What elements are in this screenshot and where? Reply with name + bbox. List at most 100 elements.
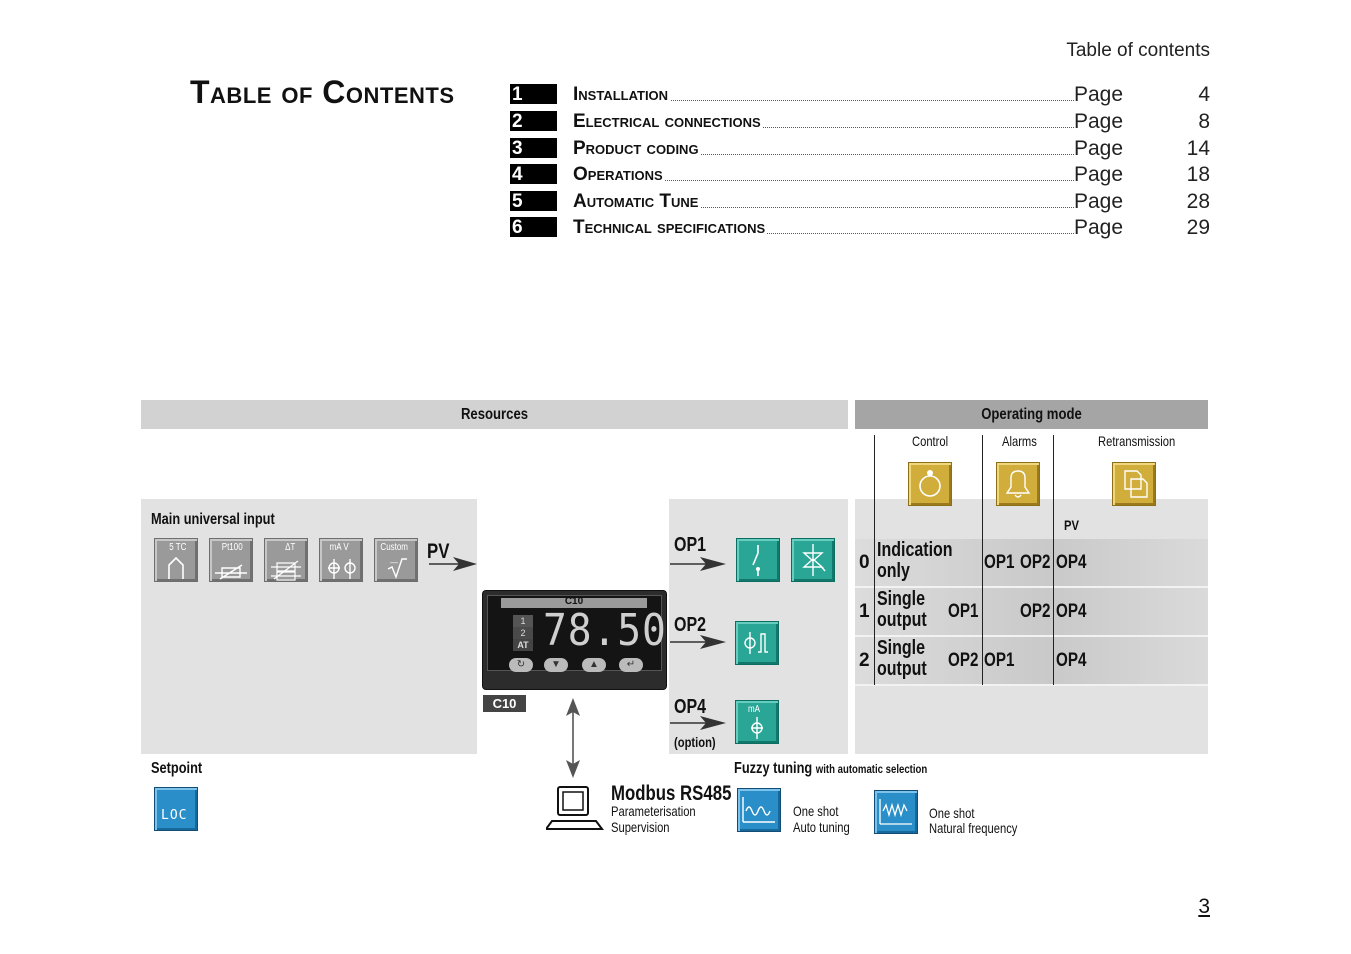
toc-entry-label[interactable]: Electrical connections <box>573 109 763 135</box>
ma-v-icon-label: mA V <box>329 542 349 553</box>
toc-entry-number: 2 <box>510 111 557 132</box>
device-up-button[interactable]: ▲ <box>582 658 606 672</box>
op2-arrow <box>670 635 726 649</box>
op4-note: (option) <box>674 734 716 750</box>
toc-entry[interactable]: 1 Installation Page 4 <box>510 82 1210 108</box>
toc-entry[interactable]: 2 Electrical connections Page 8 <box>510 109 1210 135</box>
toc-entry-label[interactable]: Operations <box>573 162 665 188</box>
mode-name-line1: Single <box>877 588 926 610</box>
custom-icon-label: Custom <box>380 542 408 553</box>
modbus-line1: Parameterisation <box>611 803 696 819</box>
control-loop-icon <box>908 462 952 506</box>
svg-text:—: — <box>390 558 398 567</box>
delta-t-icon: ΔT <box>264 538 308 582</box>
mode-alarm2-output: OP2 <box>1020 601 1051 622</box>
mode-retrans-output: OP4 <box>1056 552 1087 573</box>
led-at: AT <box>513 639 533 651</box>
auto-tuning-line1: One shot <box>793 803 839 819</box>
op1-label: OP1 <box>674 534 707 556</box>
toc-page-word: Page <box>1074 216 1124 239</box>
toc-page-word: Page <box>1074 83 1124 106</box>
loc-icon-label: LOC <box>161 808 188 823</box>
resources-bar: Resources <box>141 400 848 429</box>
toc-entry[interactable]: 4 Operations Page 18 <box>510 162 1210 188</box>
mode-number: 2 <box>859 650 870 671</box>
rtd-icon: Pt100 <box>209 538 253 582</box>
fuzzy-subtitle: with automatic selection <box>815 762 928 776</box>
toc-entry-label[interactable]: Installation <box>573 82 671 108</box>
mode-name-line1: Indication <box>877 539 953 561</box>
operating-mode-bar: Operating mode <box>855 400 1208 429</box>
toc-page-number[interactable]: 4 <box>1198 83 1210 106</box>
pv-label: PV <box>427 540 450 563</box>
mode-alarm-output: OP1 <box>984 552 1015 573</box>
toc-page-number[interactable]: 28 <box>1186 190 1210 213</box>
mode-alarm2-output: OP2 <box>1020 552 1051 573</box>
current-voltage-icon: mA V <box>319 538 363 582</box>
fuzzy-title: Fuzzy tuning <box>734 760 813 777</box>
toc-page-number[interactable]: 8 <box>1198 110 1210 133</box>
delta-t-icon-label: ΔT <box>285 542 296 553</box>
page-number: 3 <box>1198 895 1210 918</box>
alarm-bell-icon <box>996 462 1040 506</box>
toc-page-word: Page <box>1074 190 1124 213</box>
natural-frequency-line1: One shot <box>929 805 975 821</box>
device-down-button[interactable]: ▼ <box>544 658 568 672</box>
toc-entry-number: 4 <box>510 164 557 185</box>
mode-separator-2 <box>982 435 983 685</box>
toc-leader-dots <box>573 100 1074 101</box>
mode-name-line2: output <box>877 609 927 631</box>
mode-control-output: OP2 <box>948 650 979 671</box>
toc-leader-dots <box>573 127 1074 128</box>
mode-alarm-output: OP1 <box>984 650 1015 671</box>
toc-leader-dots <box>573 180 1074 181</box>
toc-entry-label[interactable]: Automatic Tune <box>573 189 701 215</box>
device-display: 78.50 <box>543 605 667 656</box>
controller-device: C10 1 2 AT 78.50 ↻ ▼ ▲ ↵ <box>483 591 666 689</box>
auto-tuning-line2: Auto tuning <box>793 819 850 835</box>
main-input-label: Main universal input <box>151 511 275 528</box>
relay-switch-icon <box>736 538 780 582</box>
toc-entry-label[interactable]: Technical specifications <box>573 215 768 241</box>
natural-frequency-icon <box>874 790 918 834</box>
mode-control-output: OP1 <box>948 601 979 622</box>
toc-leader-dots <box>573 207 1074 208</box>
led-2: 2 <box>513 627 533 639</box>
toc-page-number[interactable]: 18 <box>1186 163 1210 186</box>
pv-arrow <box>429 557 477 571</box>
toc-page-word: Page <box>1074 110 1124 133</box>
toc-page-number[interactable]: 14 <box>1186 137 1210 160</box>
mode-retrans-output: OP4 <box>1056 601 1087 622</box>
device-enter-button[interactable]: ↵ <box>619 658 643 672</box>
toc-entry-number: 1 <box>510 84 557 105</box>
resources-title: Resources <box>460 406 529 423</box>
custom-sqrt-icon: Custom — <box>374 538 418 582</box>
retransmission-docs-icon <box>1112 462 1156 506</box>
mode-row-divider <box>855 684 1208 686</box>
setpoint-label: Setpoint <box>151 760 203 777</box>
op4-label: OP4 <box>674 696 707 718</box>
mode-name-line1: Single <box>877 637 926 659</box>
mode-row-divider <box>855 635 1208 637</box>
auto-tuning-icon <box>737 788 781 832</box>
toc-page-word: Page <box>1074 137 1124 160</box>
toc-leader-dots <box>573 154 1074 155</box>
mode-separator-3 <box>1053 435 1054 685</box>
toc-page-word: Page <box>1074 163 1124 186</box>
toc-leader-dots <box>573 233 1074 234</box>
modbus-title: Modbus RS485 <box>611 782 732 805</box>
toc-entry-label[interactable]: Product coding <box>573 136 701 162</box>
pt100-icon-label: Pt100 <box>221 542 243 553</box>
local-setpoint-icon: LOC <box>154 787 198 831</box>
analog-output-icon: mA <box>735 700 779 744</box>
toc-page-number[interactable]: 29 <box>1186 216 1210 239</box>
device-cycle-button[interactable]: ↻ <box>509 658 533 672</box>
